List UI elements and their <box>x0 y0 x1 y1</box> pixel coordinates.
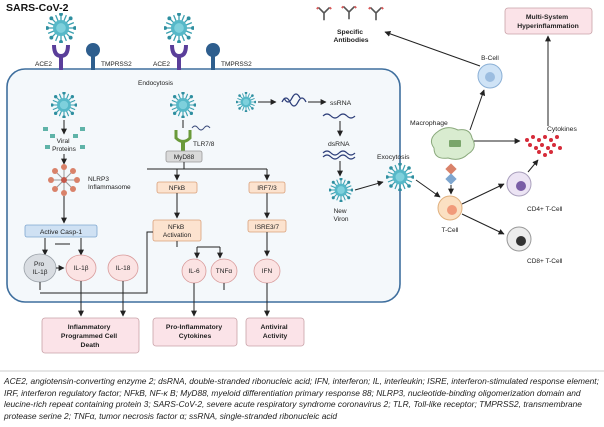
antiviral-activity-box <box>245 317 305 347</box>
ssrna-label: ssRNA <box>330 100 352 107</box>
virus-particle-icon <box>164 13 194 43</box>
myd88-label: MyD88 <box>174 154 195 161</box>
ace2-receptor-icon <box>52 44 70 70</box>
pro-inflammatory-cytokines-label: Pro-Inflammatory Cytokines <box>166 324 224 340</box>
active-casp1-label: Active Casp-1 <box>40 229 83 236</box>
il1b-label: IL-1β <box>74 265 89 272</box>
il6-label: IL-6 <box>188 268 200 275</box>
new-viron-label: New Viron <box>333 208 348 223</box>
dsrna-label: dsRNA <box>328 141 350 148</box>
virus-particle-icon <box>46 13 76 43</box>
exocytosis-label: Exocytosis <box>377 154 410 161</box>
tmprss2-receptor-icon <box>86 43 100 70</box>
diagram-canvas: SARS-CoV-2 ACE2 TMPRSS2 ACE2 TMPRSS2 Vir… <box>0 2 604 372</box>
tmprss2-label: TMPRSS2 <box>101 61 132 68</box>
multi-system-hyperinflammation-box <box>504 7 593 35</box>
sars-cov-2-title: SARS-CoV-2 <box>6 2 69 14</box>
ace2-label: ACE2 <box>153 61 170 68</box>
pro-inflammatory-cytokines-box <box>152 317 238 347</box>
cd4-label: CD4+ T-Cell <box>527 206 563 213</box>
b-cell-label: B-Cell <box>481 55 499 62</box>
pro-il1b-node <box>23 253 57 283</box>
figure-caption: ACE2, angiotensin-converting enzyme 2; d… <box>4 376 599 421</box>
tlr78-label: TLR7/8 <box>193 141 215 148</box>
cytokines-label: Cytokines <box>547 126 577 133</box>
irf73-label: IRF7/3 <box>257 185 277 192</box>
cytokines-icon <box>525 135 562 157</box>
il18-label: IL-18 <box>116 265 131 272</box>
tmprss2-label: TMPRSS2 <box>221 61 252 68</box>
pro-il1b-label: Pro IL-1β <box>33 261 48 276</box>
endocytosis-label: Endocytosis <box>138 80 174 87</box>
antiviral-activity-label: Antiviral Activity <box>260 324 289 340</box>
ace2-receptor-icon <box>170 44 188 70</box>
cd8-label: CD8+ T-Cell <box>527 258 563 265</box>
macrophage-label: Macrophage <box>410 120 448 127</box>
t-cell-label: T-Cell <box>442 227 460 234</box>
ifn-label: IFN <box>262 268 273 275</box>
tmprss2-receptor-icon <box>206 43 220 70</box>
rna-coil-icon <box>281 93 307 107</box>
nfkb-activation-label: NFkB Activation <box>163 224 192 239</box>
specific-antibodies-label: Specific Antibodies <box>333 29 368 44</box>
ace2-label: ACE2 <box>35 61 52 68</box>
ssrna-strand-icon <box>322 113 356 119</box>
isre37-label: ISRE3/7 <box>255 224 280 231</box>
dsrna-strand-icon <box>322 150 356 160</box>
tlr78-receptor-icon <box>174 125 211 152</box>
nlrp3-inflammasome-icon <box>48 164 80 196</box>
viral-proteins-icon <box>43 127 85 149</box>
viral-proteins-label: Viral Proteins <box>52 138 77 153</box>
nfkb-label: NFkB <box>169 185 185 192</box>
tnfa-label: TNFα <box>216 268 233 275</box>
inflammatory-death-box <box>41 317 140 354</box>
active-casp1-box <box>24 224 98 238</box>
antigen-presentation-icon <box>445 163 457 185</box>
nlrp3-label: NLRP3 Inflammasome <box>88 176 131 191</box>
inflammatory-death-label: Inflammatory Programmed Cell Death <box>61 324 119 349</box>
antibodies-icon <box>316 5 384 21</box>
multi-system-hyperinflammation-label: Multi-System Hyperinflammation <box>517 14 579 30</box>
